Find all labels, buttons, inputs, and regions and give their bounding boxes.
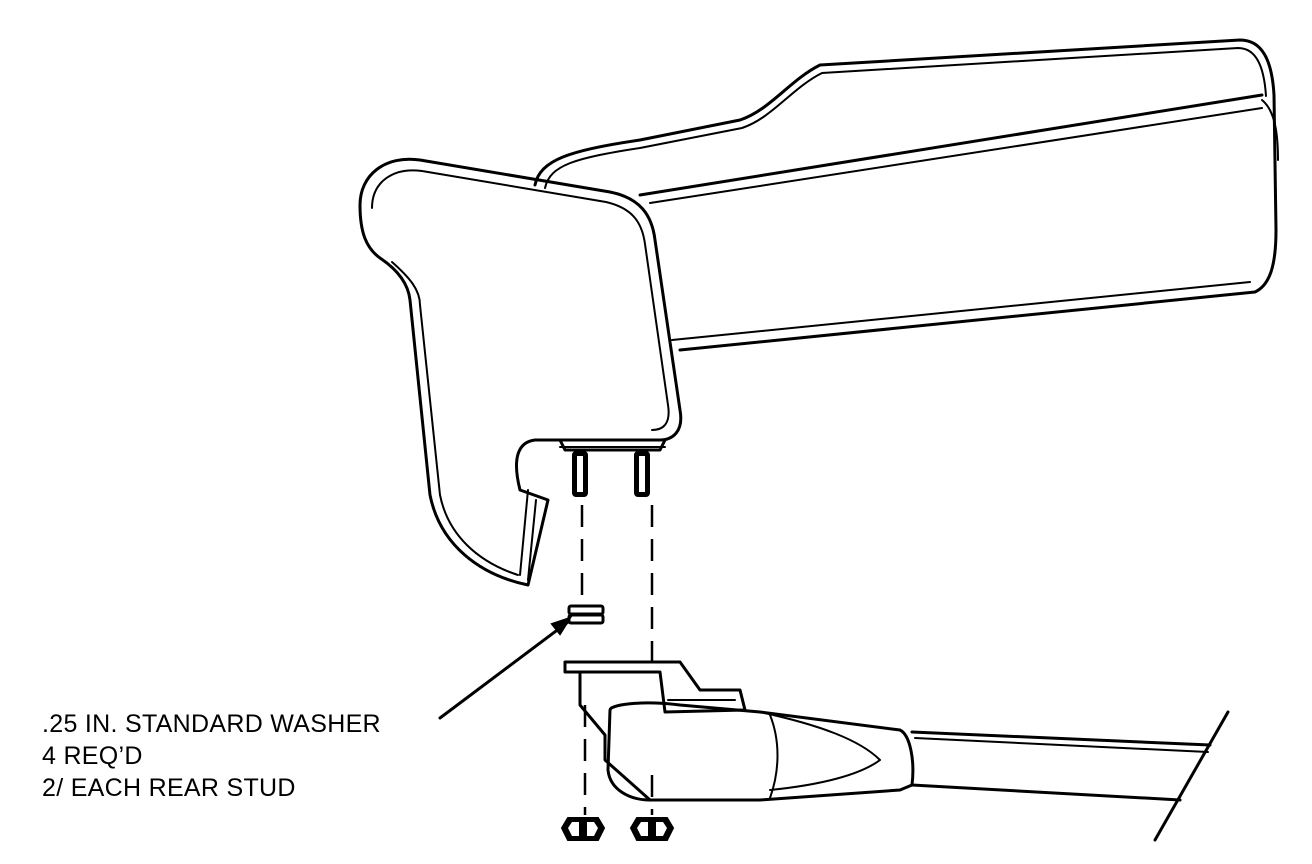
callout-line-2: 4 REQ’D (42, 742, 143, 770)
seat-frame-bracket (563, 660, 1230, 842)
washer-callout-label: .25 IN. STANDARD WASHER 4 REQ’D 2/ EACH … (42, 708, 381, 804)
callout-line-1: .25 IN. STANDARD WASHER (42, 710, 381, 738)
armrest-pad (358, 38, 1279, 587)
rear-studs (572, 451, 650, 497)
hex-nuts (560, 817, 675, 841)
mounting-bracket (558, 438, 667, 452)
callout-line-3: 2/ EACH REAR STUD (42, 774, 296, 802)
standard-washer (567, 604, 605, 625)
callout-arrow (438, 616, 573, 720)
alignment-lines (580, 505, 654, 815)
